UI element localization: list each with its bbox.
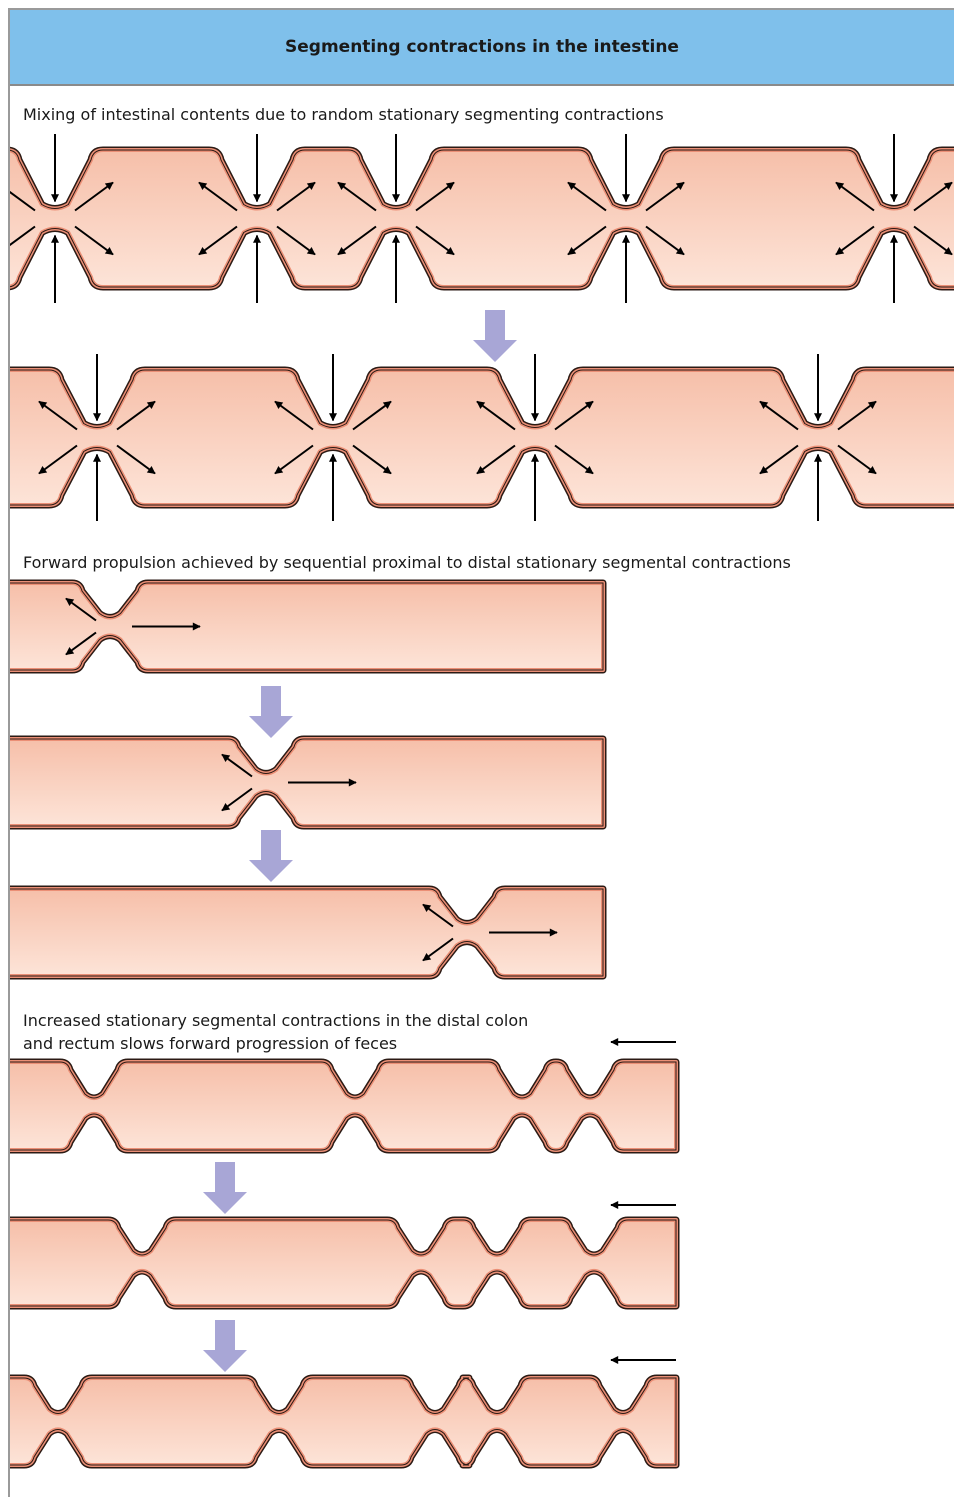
distal-tube-2 <box>0 1220 676 1306</box>
propulsion-step-arrow-1 <box>249 686 293 738</box>
distal-step-arrow-1 <box>203 1162 247 1214</box>
distal-step-arrow-2 <box>203 1320 247 1372</box>
mixing-tube-2-wall <box>0 370 954 505</box>
distal-tube-2-wall <box>0 1220 676 1306</box>
distal-tube-1 <box>0 1062 676 1150</box>
propulsion-tube-1 <box>0 583 603 670</box>
propulsion-tube-1-wall <box>0 583 603 670</box>
distal-tube-3-wall <box>0 1378 676 1465</box>
propulsion-step-arrow-2 <box>249 830 293 882</box>
mixing-step-arrow <box>473 310 517 362</box>
mixing-tube-1 <box>0 150 954 287</box>
mixing-tube-2 <box>0 370 954 505</box>
mixing-tube-1-wall <box>0 150 954 287</box>
distal-tube-3 <box>0 1378 676 1465</box>
